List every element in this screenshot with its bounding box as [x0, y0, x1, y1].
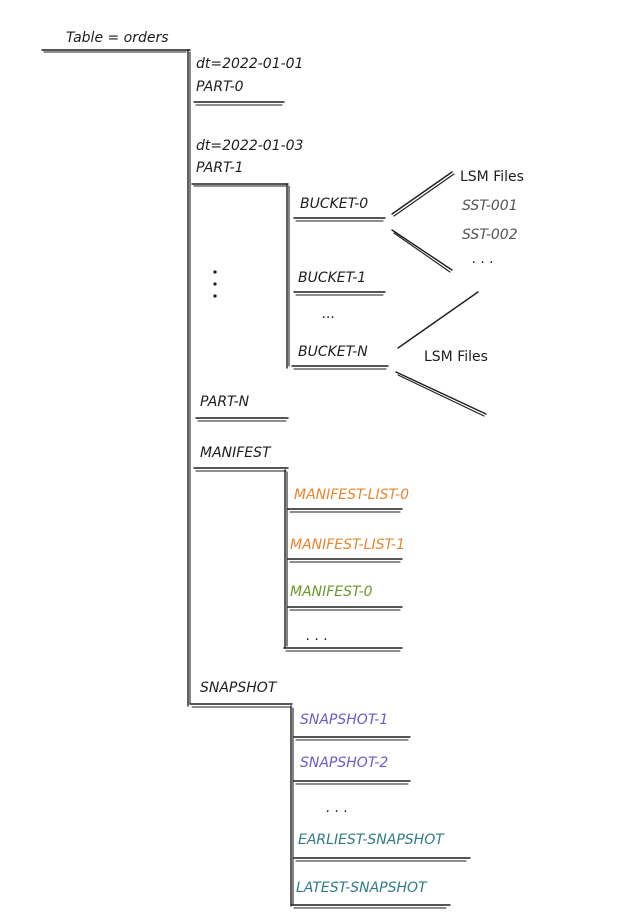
- lsm-top-file-2: SST-002: [462, 227, 518, 243]
- snapshot-item-0: SNAPSHOT-1: [300, 712, 388, 728]
- manifest-item-0: MANIFEST-LIST-0: [294, 487, 409, 503]
- manifest-item-1: MANIFEST-LIST-1: [290, 537, 405, 553]
- lsm-top-label: LSM Files: [460, 169, 524, 185]
- bucket-n-connector-bottom-2: [397, 374, 485, 417]
- lsm-top-ellipsis: . . .: [472, 251, 494, 267]
- part-n-label: PART-N: [200, 394, 250, 410]
- manifest-item-2: MANIFEST-0: [290, 584, 373, 600]
- vertical-ellipsis-dot-1: [213, 270, 217, 274]
- bucket-n-connector-top: [397, 291, 479, 349]
- manifest-label: MANIFEST: [200, 445, 272, 461]
- table-title: Table = orders: [66, 30, 169, 46]
- manifest-ellipsis: . . .: [306, 628, 328, 644]
- bucket-1-label: BUCKET-1: [298, 270, 366, 286]
- snapshot-item-1: SNAPSHOT-2: [300, 755, 388, 771]
- bucket-0-label: BUCKET-0: [300, 196, 368, 212]
- lsm-top-file-1: SST-001: [462, 198, 518, 214]
- bucket-0-connector-top: [391, 171, 453, 215]
- bucket-0-connector-top-2: [393, 173, 455, 217]
- partition-0-dt: dt=2022-01-01: [196, 56, 303, 72]
- bucket-0-connector-bottom: [391, 229, 453, 271]
- partition-0-label: PART-0: [196, 79, 244, 95]
- vertical-ellipsis-dot-2: [213, 282, 217, 286]
- partition-1-label: PART-1: [196, 160, 244, 176]
- bucket-n-connector-bottom: [395, 371, 487, 415]
- snapshot-ellipsis: . . .: [326, 800, 348, 816]
- vertical-ellipsis-dot-3: [213, 294, 217, 298]
- bucket-0-connector-bottom-2: [393, 232, 451, 273]
- bucket-n-label: BUCKET-N: [298, 344, 368, 360]
- partition-1-dt: dt=2022-01-03: [196, 138, 303, 154]
- snapshot-latest: LATEST-SNAPSHOT: [296, 880, 428, 896]
- bucket-ellipsis: ...: [322, 306, 335, 322]
- snapshot-label: SNAPSHOT: [200, 680, 278, 696]
- snapshot-earliest: EARLIEST-SNAPSHOT: [298, 832, 445, 848]
- lsm-bottom-label: LSM Files: [424, 349, 488, 365]
